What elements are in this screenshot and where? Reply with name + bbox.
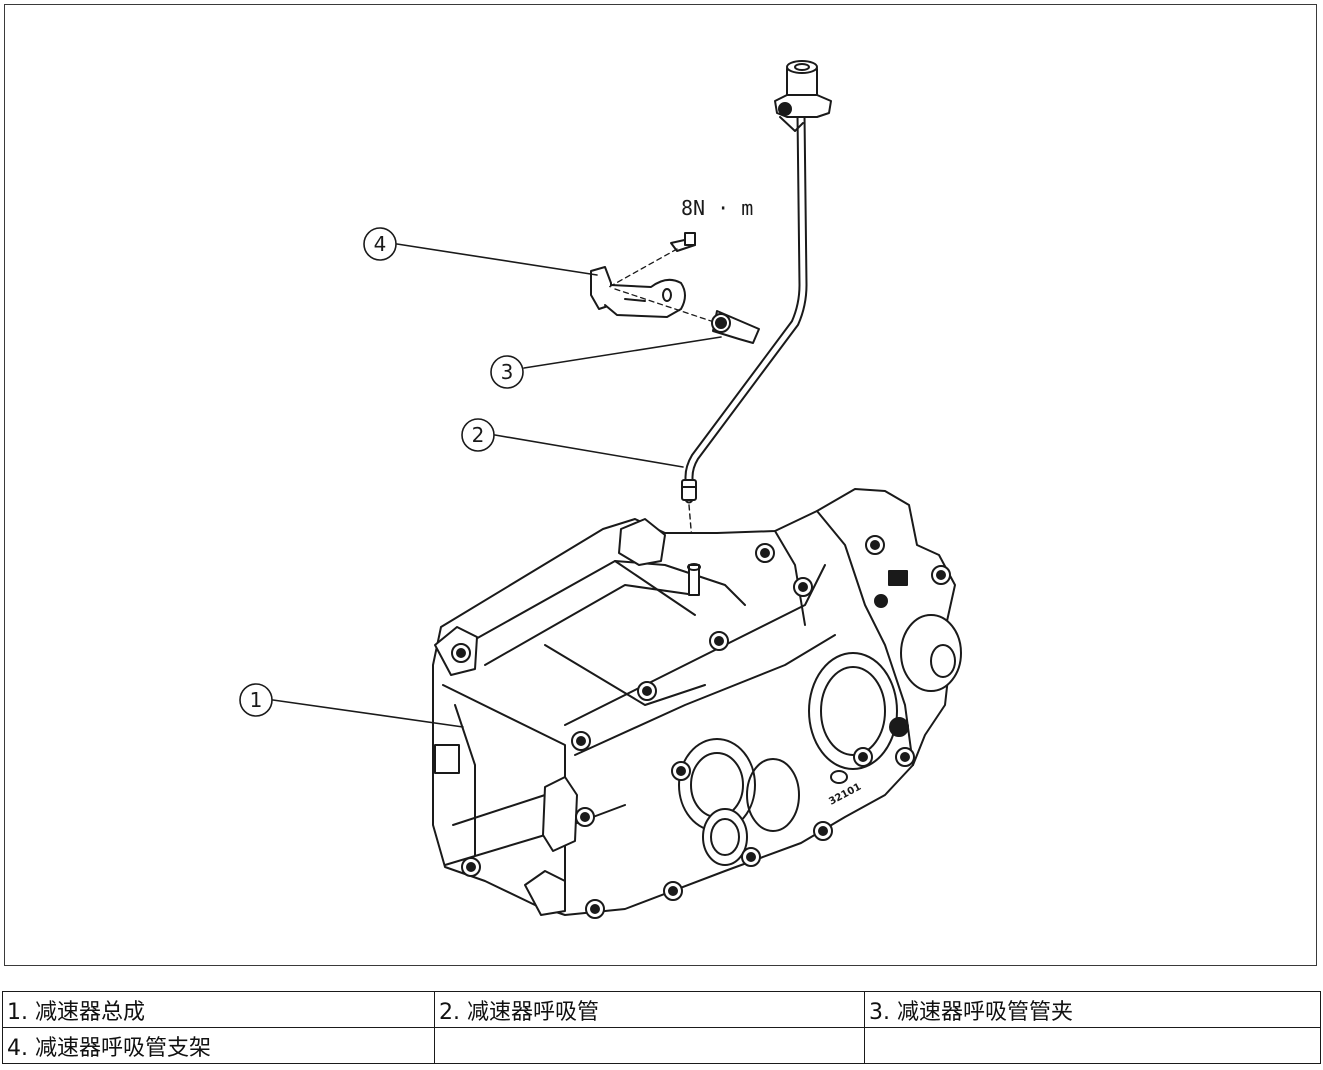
- legend-cell-part-2: 2. 减速器呼吸管: [434, 991, 865, 1028]
- breather-tube: [681, 60, 832, 566]
- legend-cell-part-4: 4. 减速器呼吸管支架: [2, 1027, 435, 1064]
- breather-tube-bracket: [590, 266, 686, 318]
- callout-label-2: 2: [472, 423, 485, 447]
- bracket-bolt: [608, 232, 696, 288]
- legend-cell-part-1: 1. 减速器总成: [2, 991, 435, 1028]
- callout-label-3: 3: [501, 360, 514, 384]
- legend-row: 4. 减速器呼吸管支架: [2, 1027, 1321, 1064]
- leader-line-4: [396, 243, 598, 276]
- breather-tube-clip: [614, 288, 760, 344]
- leader-line-2: [494, 434, 684, 468]
- reducer-assembly: [432, 488, 962, 919]
- legend-cell-part-3: 3. 减速器呼吸管管夹: [864, 991, 1321, 1028]
- callout-label-4: 4: [374, 232, 387, 256]
- callout-circle-2: [461, 418, 495, 452]
- callout-circle-3: [490, 355, 524, 389]
- exploded-view-drawing: 1 2 3 4 8N · m 32101: [239, 60, 962, 919]
- parts-legend-table: 1. 减速器总成 2. 减速器呼吸管 3. 减速器呼吸管管夹 4. 减速器呼吸管…: [2, 991, 1321, 1064]
- leader-line-3: [523, 336, 722, 369]
- diagram-frame: 1 2 3 4 8N · m 32101: [4, 4, 1317, 966]
- callout-circle-1: [239, 683, 273, 717]
- callout-circle-4: [363, 227, 397, 261]
- legend-cell-empty: [434, 1027, 865, 1064]
- leader-line-1: [272, 699, 464, 728]
- torque-spec-label: 8N · m: [681, 196, 753, 220]
- callout-leaders: [272, 243, 722, 728]
- legend-cell-empty: [864, 1027, 1321, 1064]
- callout-label-1: 1: [250, 688, 263, 712]
- legend-row: 1. 减速器总成 2. 减速器呼吸管 3. 减速器呼吸管管夹: [2, 991, 1321, 1028]
